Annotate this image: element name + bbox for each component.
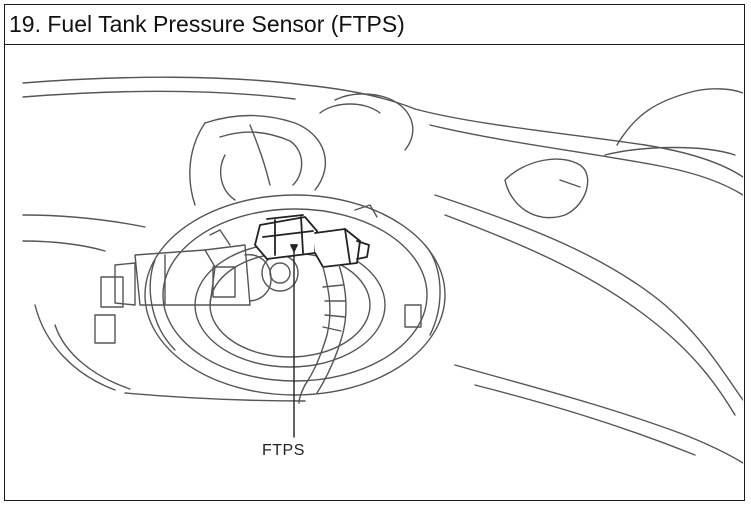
ftps-callout-label: FTPS <box>262 442 305 459</box>
tank-right-contour <box>434 88 743 464</box>
ftps-sensor <box>254 214 370 268</box>
connector-assembly <box>114 229 299 306</box>
wiring-harness <box>298 264 347 404</box>
figure-frame: 19. Fuel Tank Pressure Sensor (FTPS) <box>4 4 745 501</box>
body-panel-outline <box>22 76 743 402</box>
pump-flange <box>94 194 446 396</box>
fuel-hose <box>189 93 414 206</box>
title-bar: 19. Fuel Tank Pressure Sensor (FTPS) <box>5 5 744 45</box>
fuel-tank-illustration <box>5 45 743 499</box>
figure-title: 19. Fuel Tank Pressure Sensor (FTPS) <box>9 11 405 37</box>
